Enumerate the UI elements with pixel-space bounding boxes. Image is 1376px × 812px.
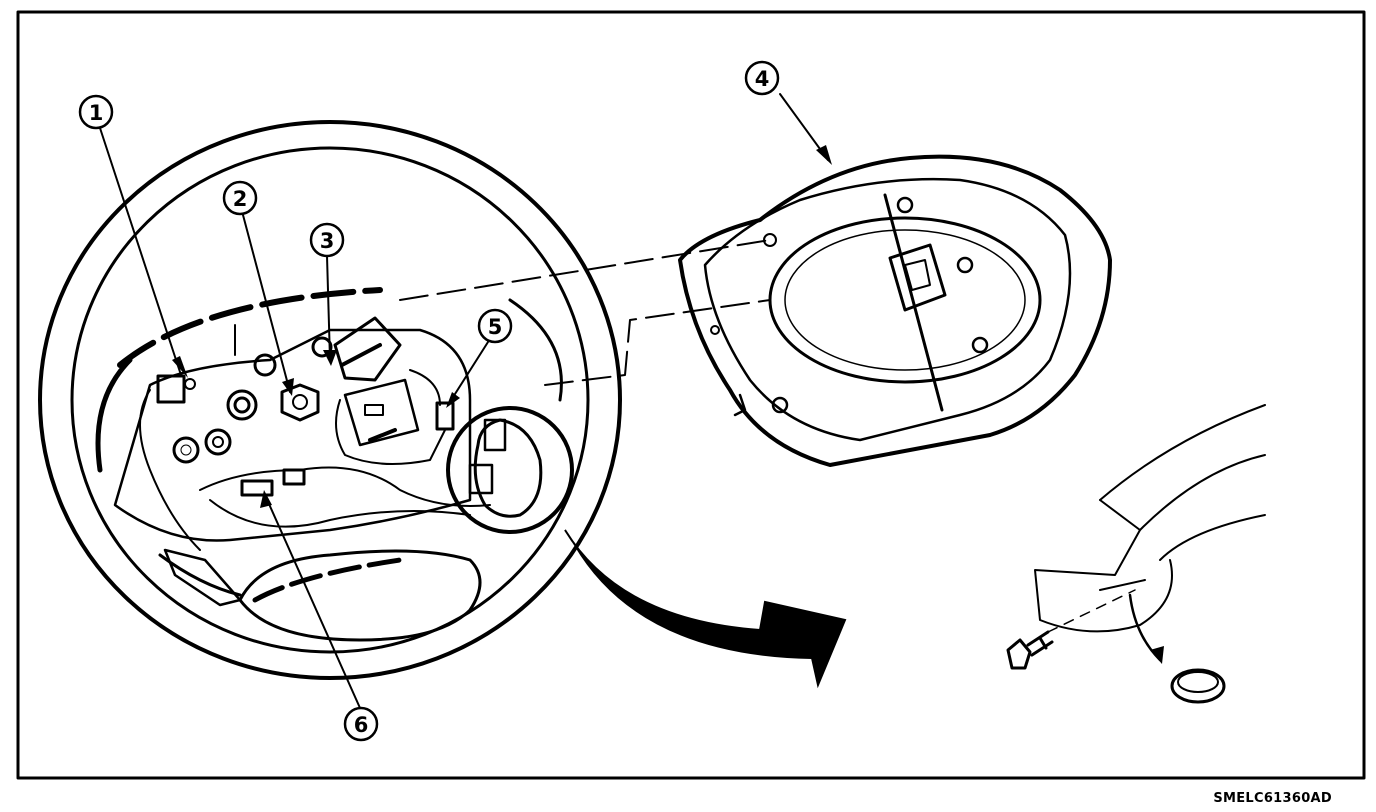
horn-switch-tab <box>156 374 186 404</box>
coil-assembly <box>343 378 420 447</box>
callout-2: 2 <box>222 180 258 216</box>
spring-screw-center <box>204 428 232 456</box>
wiring-harness <box>139 369 491 551</box>
detail-arrow <box>564 529 847 689</box>
callout-2-label: 2 <box>233 187 248 211</box>
callout-6-label: 6 <box>354 713 369 737</box>
callout-5: 5 <box>477 308 513 344</box>
explode-lines <box>234 239 771 386</box>
callout-1: 1 <box>78 94 114 130</box>
trim-clip-ring <box>1170 668 1226 704</box>
airbag-logo-badge <box>888 243 947 312</box>
detail-view <box>1006 404 1266 704</box>
airbag-module <box>678 154 1112 467</box>
callout-4: 4 <box>744 60 780 96</box>
callout-1-label: 1 <box>89 101 104 125</box>
figure-frame <box>16 10 1366 780</box>
spring-screw-left-upper <box>226 389 258 421</box>
steering-wheel <box>38 120 622 680</box>
spring-screw-left-lower <box>172 436 200 464</box>
steering-column-nut <box>280 383 320 422</box>
detail-circle <box>446 406 574 534</box>
wiring-connector <box>240 479 274 497</box>
mounting-screw <box>1006 589 1136 670</box>
leader-lines <box>99 93 832 709</box>
callout-3-label: 3 <box>320 229 335 253</box>
callout-3: 3 <box>309 222 345 258</box>
airbag-connector <box>333 316 402 382</box>
figure-code: SMELC61360AD <box>1213 791 1332 806</box>
hub-components <box>139 316 491 607</box>
spring-screw-upper <box>253 353 277 377</box>
horn-connector <box>435 401 455 431</box>
callout-6: 6 <box>343 706 379 742</box>
callout-5-label: 5 <box>488 315 503 339</box>
callout-4-label: 4 <box>755 67 770 91</box>
